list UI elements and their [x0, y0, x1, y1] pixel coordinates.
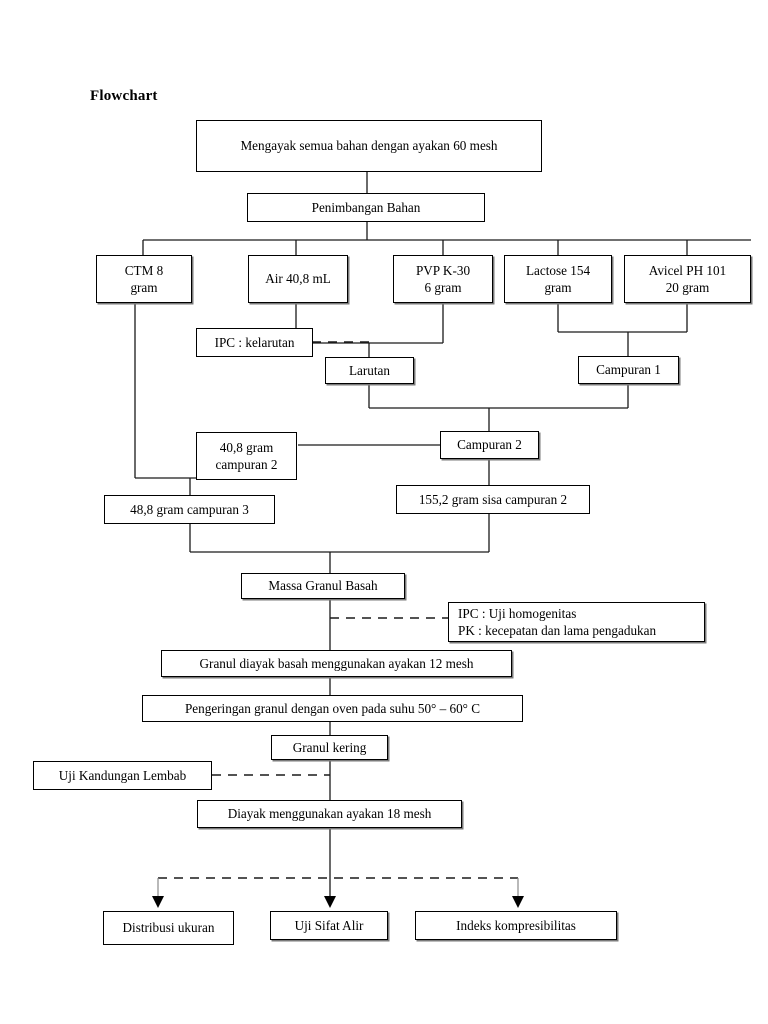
node-label: 155,2 gram sisa campuran 2: [418, 491, 568, 507]
node-label: Mengayak semua bahan dengan ayakan 60 me…: [240, 138, 498, 154]
page-title: Flowchart: [90, 88, 158, 104]
node-label-line2: PK : kecepatan dan lama pengadukan: [458, 623, 657, 638]
node-label: IPC : kelarutan: [214, 334, 295, 350]
node-label-line1: CTM 8: [124, 262, 164, 278]
node-pengeringan-granul[interactable]: Pengeringan granul dengan oven pada suhu…: [142, 695, 523, 722]
node-label: Campuran 1: [596, 362, 661, 378]
node-label: Air 40,8 mL: [265, 271, 331, 287]
node-distribusi-ukuran[interactable]: Distribusi ukuran: [103, 911, 234, 945]
node-label-line1: Avicel PH 101: [648, 262, 727, 278]
node-label-line1: 40,8 gram: [219, 439, 274, 455]
node-label-line1: PVP K-30: [415, 262, 471, 278]
node-label-line1: Lactose 154: [525, 262, 591, 278]
node-ipc-kelarutan[interactable]: IPC : kelarutan: [196, 328, 313, 357]
node-label: Larutan: [348, 362, 390, 378]
node-label: Campuran 2: [457, 437, 522, 453]
node-campuran-1[interactable]: Campuran 1: [578, 356, 679, 384]
node-penimbangan-bahan[interactable]: Penimbangan Bahan: [247, 193, 485, 222]
node-uji-kandungan-lembab[interactable]: Uji Kandungan Lembab: [33, 761, 212, 790]
node-label: Diayak menggunakan ayakan 18 mesh: [227, 806, 432, 822]
node-larutan[interactable]: Larutan: [325, 357, 414, 384]
node-uji-sifat-alir[interactable]: Uji Sifat Alir: [270, 911, 388, 940]
node-campuran-2[interactable]: Campuran 2: [440, 431, 539, 459]
node-1552-gram-sisa-campuran-2[interactable]: 155,2 gram sisa campuran 2: [396, 485, 590, 514]
node-air[interactable]: Air 40,8 mL: [248, 255, 348, 303]
node-label: Granul kering: [292, 739, 367, 755]
node-408-gram-campuran-2[interactable]: 40,8 gram campuran 2: [196, 432, 297, 480]
node-label-line2: gram: [544, 280, 572, 295]
node-label-line2: campuran 2: [215, 457, 278, 472]
node-label: Massa Granul Basah: [268, 578, 378, 594]
node-label: 48,8 gram campuran 3: [130, 501, 249, 517]
node-label: Uji Kandungan Lembab: [58, 767, 187, 783]
node-label: Uji Sifat Alir: [294, 917, 364, 933]
node-label-line1: IPC : Uji homogenitas: [458, 605, 577, 621]
node-diayak-18-mesh[interactable]: Diayak menggunakan ayakan 18 mesh: [197, 800, 462, 828]
node-granul-kering[interactable]: Granul kering: [271, 735, 388, 760]
node-lactose[interactable]: Lactose 154 gram: [504, 255, 612, 303]
node-ipc-pk-homogenitas[interactable]: IPC : Uji homogenitas PK : kecepatan dan…: [448, 602, 705, 642]
node-label: Granul diayak basah menggunakan ayakan 1…: [199, 655, 474, 671]
node-indeks-kompresibilitas[interactable]: Indeks kompresibilitas: [415, 911, 617, 940]
node-label-line2: 20 gram: [665, 280, 710, 295]
node-granul-diayak-basah[interactable]: Granul diayak basah menggunakan ayakan 1…: [161, 650, 512, 677]
node-massa-granul-basah[interactable]: Massa Granul Basah: [241, 573, 405, 599]
node-mengayak-bahan[interactable]: Mengayak semua bahan dengan ayakan 60 me…: [196, 120, 542, 172]
node-ctm[interactable]: CTM 8 gram: [96, 255, 192, 303]
node-label: Pengeringan granul dengan oven pada suhu…: [184, 700, 481, 716]
node-label: Distribusi ukuran: [122, 920, 215, 936]
node-label-line2: gram: [130, 280, 158, 295]
node-avicel[interactable]: Avicel PH 101 20 gram: [624, 255, 751, 303]
node-label: Indeks kompresibilitas: [456, 917, 576, 933]
node-label-line2: 6 gram: [424, 280, 462, 295]
node-488-gram-campuran-3[interactable]: 48,8 gram campuran 3: [104, 495, 275, 524]
node-pvp-k30[interactable]: PVP K-30 6 gram: [393, 255, 493, 303]
node-label: Penimbangan Bahan: [311, 199, 421, 215]
